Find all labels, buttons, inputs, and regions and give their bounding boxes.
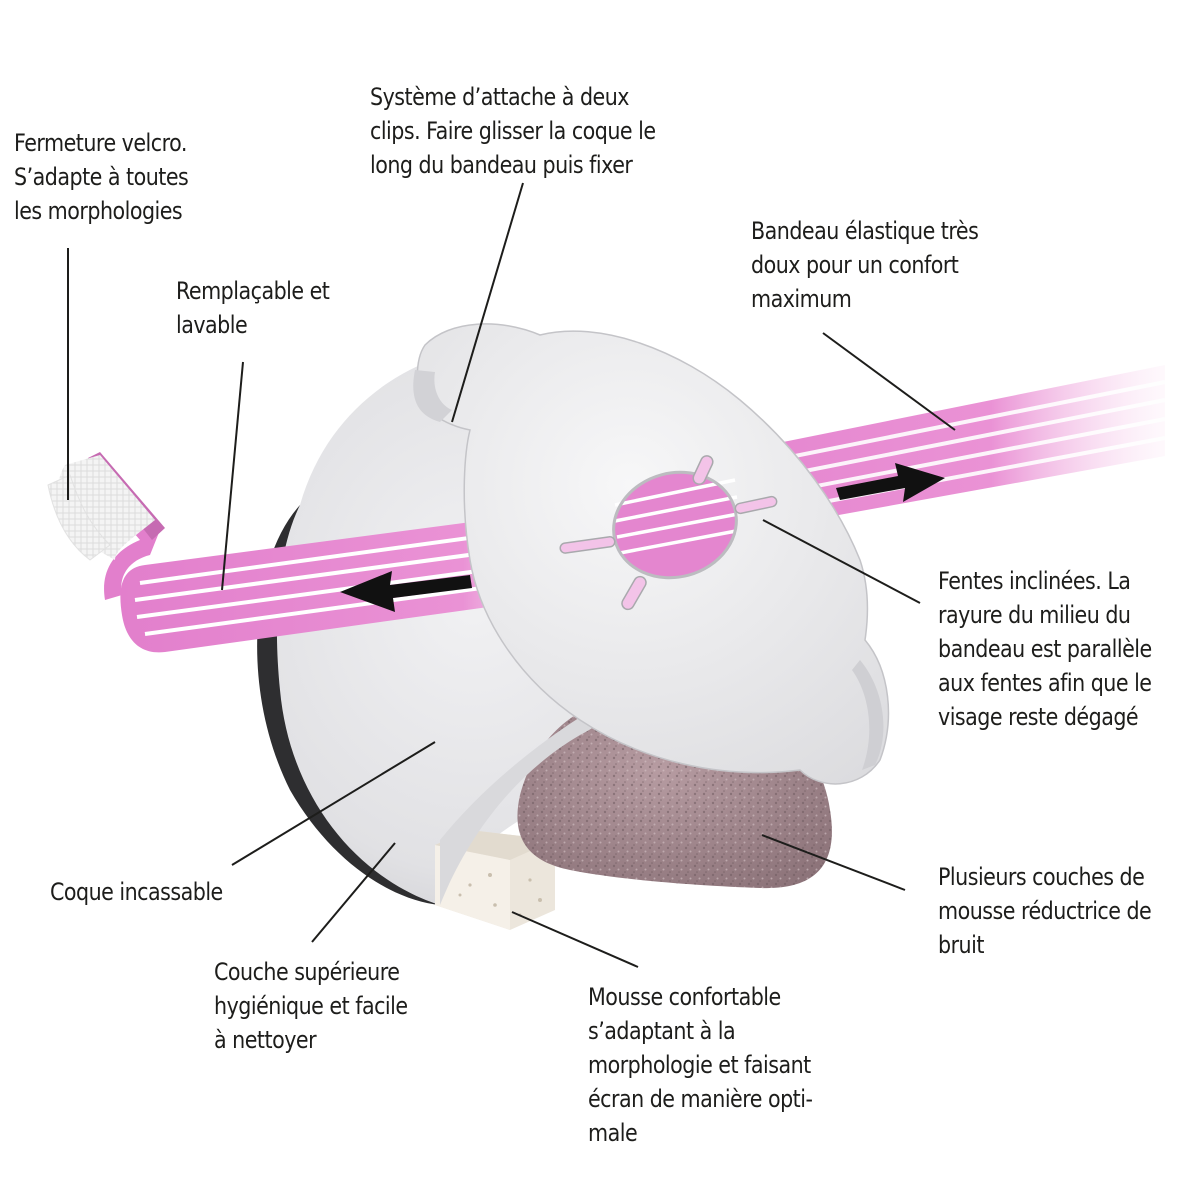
cup-rim — [257, 505, 440, 905]
annotation-top-layer-line: Couche supérieure — [214, 958, 400, 986]
annotation-clips-line: long du bandeau puis fixer — [370, 151, 633, 179]
annotation-headband-line: Bandeau élastique très — [751, 217, 979, 245]
annotation-velcro: Fermeture velcro. S’adapte à toutes les … — [14, 126, 189, 228]
annotation-comfort-foam-line: s’adaptant à la — [588, 1017, 736, 1045]
annotation-headband-line: doux pour un confort — [751, 251, 959, 279]
annotation-slots-line: rayure du milieu du — [938, 601, 1131, 629]
annotation-velcro-line: S’adapte à toutes — [14, 163, 189, 191]
annotation-top-layer-line: hygiénique et facile — [214, 992, 408, 1020]
slide-arrows — [340, 463, 945, 612]
leader-comfort-foam — [511, 911, 639, 968]
annotation-comfort-foam-line: male — [588, 1119, 638, 1147]
annotation-comfort-foam: Mousse confortable s’adaptant à la morph… — [588, 980, 813, 1150]
annotation-foam-layers-line: mousse réductrice de — [938, 897, 1152, 925]
annotation-top-layer-line: à nettoyer — [214, 1026, 317, 1054]
annotation-slots-line: aux fentes afin que le — [938, 669, 1152, 697]
annotation-headband: Bandeau élastique très doux pour un conf… — [751, 214, 979, 316]
annotation-foam-layers-line: Plusieurs couches de — [938, 863, 1145, 891]
leader-replaceable — [221, 361, 244, 591]
annotation-clips-line: clips. Faire glisser la coque le — [370, 117, 656, 145]
clip-plate — [413, 323, 890, 785]
annotation-slots-line: bandeau est parallèle — [938, 635, 1152, 663]
velcro-strap — [47, 455, 155, 561]
annotation-headband-line: maximum — [751, 285, 852, 313]
annotation-slots: Fentes inclinées. La rayure du milieu du… — [938, 564, 1152, 734]
annotation-comfort-foam-line: écran de manière opti- — [588, 1085, 813, 1113]
leader-lines — [67, 182, 956, 968]
annotation-slots-line: visage reste dégagé — [938, 703, 1139, 731]
leader-foam-layers — [761, 834, 906, 891]
annotation-replaceable-line: Remplaçable et — [176, 277, 330, 305]
annotation-clips: Système d’attache à deux clips. Faire gl… — [370, 80, 656, 182]
leader-headband — [822, 332, 956, 431]
annotation-velcro-line: les morphologies — [14, 197, 183, 225]
annotation-shell-line: Coque incassable — [50, 878, 223, 906]
leader-top-layer — [311, 842, 396, 943]
annotation-slots-line: Fentes inclinées. La — [938, 567, 1131, 595]
annotation-comfort-foam-line: Mousse confortable — [588, 983, 781, 1011]
annotation-shell: Coque incassable — [50, 875, 223, 909]
leader-clips — [451, 182, 524, 423]
annotation-foam-layers: Plusieurs couches de mousse réductrice d… — [938, 860, 1152, 962]
annotation-clips-line: Système d’attache à deux — [370, 83, 629, 111]
annotation-foam-layers-line: bruit — [938, 931, 984, 959]
annotation-replaceable-line: lavable — [176, 311, 248, 339]
leader-shell — [231, 741, 436, 866]
annotation-top-layer: Couche supérieure hygiénique et facile à… — [214, 955, 408, 1057]
annotation-velcro-line: Fermeture velcro. — [14, 129, 187, 157]
annotation-replaceable: Remplaçable et lavable — [176, 274, 330, 342]
leader-slots — [762, 519, 921, 604]
annotation-comfort-foam-line: morphologie et faisant — [588, 1051, 811, 1079]
